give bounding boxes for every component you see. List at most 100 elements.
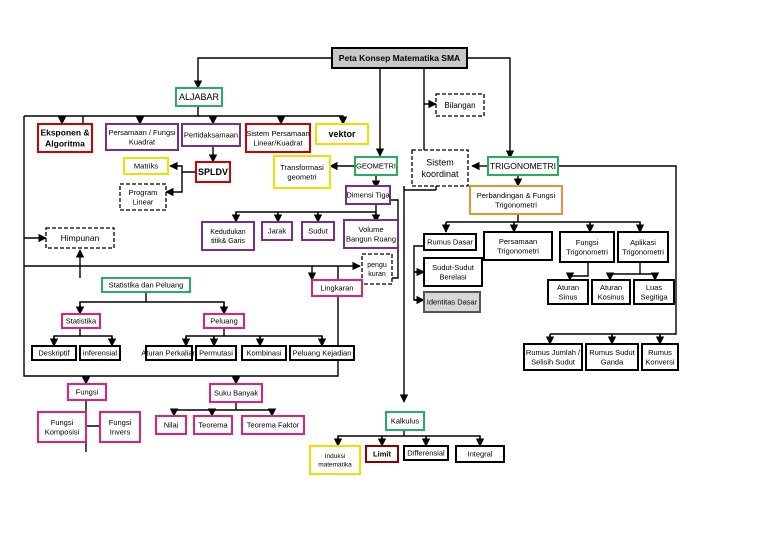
node-label-induksi: matematika (318, 461, 352, 468)
connector-rumus-dasar-children (413, 245, 424, 301)
node-label-integral: Integral (467, 450, 492, 459)
node-label-persamaan: Kuadrat (129, 137, 156, 146)
node-box-himpunan (45, 227, 115, 249)
node-box-kalkulus (385, 411, 425, 431)
node-box-identitas-dasar (423, 291, 481, 313)
node-trigonometri: TRIGONOMETRI (487, 156, 559, 176)
node-pertidaksamaan: Pertidaksamaan (181, 123, 241, 147)
node-box-suku-banyak (209, 383, 263, 403)
node-label-peluang-kejadian: Peluang Kejadian (293, 349, 352, 358)
node-box-aturan-sinus (547, 279, 589, 305)
node-label-inferensial: inferensial (83, 349, 118, 358)
connector-spldv-program (165, 172, 183, 197)
node-box-kombinasi (241, 345, 287, 361)
node-box-rumus-jumlah (523, 343, 583, 371)
node-box-persamaan (105, 123, 179, 151)
node-suku-banyak: Suku Banyak (209, 383, 263, 403)
node-label-persamaan-trig: Persamaan (499, 237, 537, 246)
node-teorema-faktor: Teorema Faktor (241, 415, 305, 435)
node-label-fungsi-invers: Fungsi (109, 418, 132, 427)
node-aturan-perkalian: Aturan Perkalian (141, 345, 197, 361)
node-differensial: Differensial (403, 445, 449, 461)
node-label-luas-segitiga: Luas (646, 283, 663, 292)
node-label-geometri: GEOMETRI (356, 162, 396, 171)
node-identitas-dasar: Identitas Dasar (423, 291, 481, 313)
node-label-perbandingan: Trigonometri (495, 200, 537, 209)
node-box-rumus-sudut-ganda (585, 343, 639, 371)
node-box-lingkaran (311, 279, 363, 297)
node-box-peluang (203, 313, 245, 329)
node-jarak: Jarak (261, 221, 293, 241)
node-label-perbandingan: Perbandingan & Fungsi (477, 191, 556, 200)
node-himpunan: Himpunan (45, 227, 115, 249)
node-label-rumus-konversi: Rumus (648, 348, 672, 357)
node-label-sistem-persamaan: Linear/Kuadrat (253, 138, 303, 147)
node-box-rumus-konversi (641, 343, 679, 371)
node-label-fungsi-trig: Trigonometri (566, 247, 608, 256)
node-label-root: Peta Konsep Matematika SMA (339, 53, 460, 63)
node-label-pengukuran: pengu (367, 262, 387, 269)
connector-aljabar-bus (62, 106, 343, 124)
node-label-rumus-jumlah: Selisih Sudut (531, 357, 576, 366)
node-box-spldv (195, 161, 231, 183)
node-bilangan: Bilangan (435, 93, 485, 117)
node-box-limit (365, 445, 399, 463)
node-box-dimensi-tiga (345, 185, 391, 205)
node-box-inferensial (79, 345, 121, 361)
node-spldv: SPLDV (195, 161, 231, 183)
node-box-eksponen (37, 123, 93, 153)
node-box-program-linear (119, 183, 167, 211)
node-label-kedudukan: titik& Garis (211, 238, 245, 245)
node-label-kalkulus: Kalkulus (391, 417, 420, 426)
node-peluang: Peluang (203, 313, 245, 329)
connector-fungsi-children (85, 400, 100, 446)
node-label-statistika-peluang: Statistika dan Peluang (109, 281, 184, 290)
node-label-aturan-sinus: Sinus (559, 292, 578, 301)
node-label-statistika: Statistika (66, 317, 97, 326)
node-box-aljabar (175, 87, 223, 107)
node-label-aplikasi-trig: Trigonometri (622, 247, 664, 256)
node-box-sudut (301, 221, 335, 241)
node-label-aturan-kosinus: Kosinus (598, 292, 625, 301)
node-label-fungsi-komposisi: Fungsi (51, 418, 74, 427)
node-label-fungsi-komposisi: Komposisi (45, 427, 80, 436)
node-label-nilai: Nilai (164, 421, 179, 430)
node-label-aturan-kosinus: Aturan (600, 283, 622, 292)
connector-aplikasi-children (609, 262, 656, 280)
node-label-program-linear: Program (129, 188, 158, 197)
connector-root-aljabar (193, 57, 332, 89)
node-label-jarak: Jarak (268, 227, 287, 236)
node-box-vektor (315, 123, 369, 145)
node-box-statistika (61, 313, 101, 329)
node-label-persamaan: Persamaan / Fungsi (108, 128, 175, 137)
node-label-fungsi: Fungsi (76, 388, 99, 397)
node-kalkulus: Kalkulus (385, 411, 425, 431)
connector-peluang-children (185, 328, 323, 346)
node-label-limit: Limit (373, 450, 391, 459)
node-box-kedudukan (201, 221, 255, 251)
node-label-himpunan: Himpunan (61, 233, 100, 243)
connector-spldv-matriks (169, 161, 196, 173)
node-box-aplikasi-trig (617, 231, 669, 263)
node-vektor: vektor (315, 123, 369, 145)
node-label-vektor: vektor (328, 129, 356, 139)
node-box-differensial (403, 445, 449, 461)
node-label-rumus-dasar: Rumus Dasar (427, 238, 473, 247)
node-box-nilai (155, 415, 187, 435)
node-kedudukan: Kedudukan titik& Garis (201, 221, 255, 251)
node-label-kedudukan: Kedudukan (210, 229, 246, 236)
node-rumus-jumlah: Rumus Jumlah /Selisih Sudut (523, 343, 583, 371)
node-label-teorema-faktor: Teorema Faktor (247, 421, 300, 430)
node-label-aturan-perkalian: Aturan Perkalian (141, 349, 196, 358)
node-box-permutasi (195, 345, 237, 361)
node-label-differensial: Differensial (407, 449, 445, 458)
node-box-aturan-perkalian (145, 345, 193, 361)
connector-statistika-children (53, 328, 113, 346)
